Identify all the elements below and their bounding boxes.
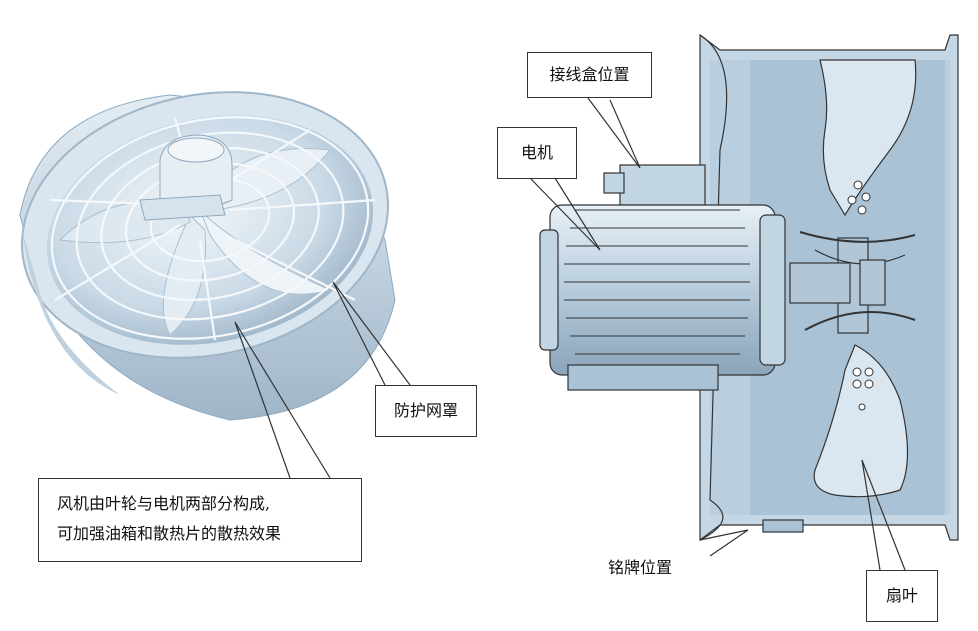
description-line-1: 风机由叶轮与电机两部分构成,: [57, 494, 271, 513]
blade-label: 扇叶: [866, 570, 938, 622]
motor-body: [539, 204, 786, 391]
junction-box-label: 接线盒位置: [527, 52, 652, 98]
lower-blade: [813, 344, 909, 498]
upper-blade: [819, 59, 917, 217]
guard-label: 防护网罩: [375, 385, 477, 437]
callout-pointers: [234, 97, 906, 571]
junction-box: [619, 164, 706, 206]
description-callout: 风机由叶轮与电机两部分构成, 可加强油箱和散热片的散热效果: [38, 478, 362, 562]
nameplate-label: 铭牌位置: [590, 545, 690, 591]
description-line-2: 可加强油箱和散热片的散热效果: [57, 524, 282, 543]
nameplate: [762, 519, 804, 533]
axial-fan-illustration: [19, 91, 396, 421]
fan-blade: [204, 147, 331, 211]
motor-label: 电机: [497, 127, 577, 179]
motor-shaft: [789, 262, 851, 304]
fan-cross-section: [539, 33, 959, 542]
fan-blade: [199, 209, 332, 295]
